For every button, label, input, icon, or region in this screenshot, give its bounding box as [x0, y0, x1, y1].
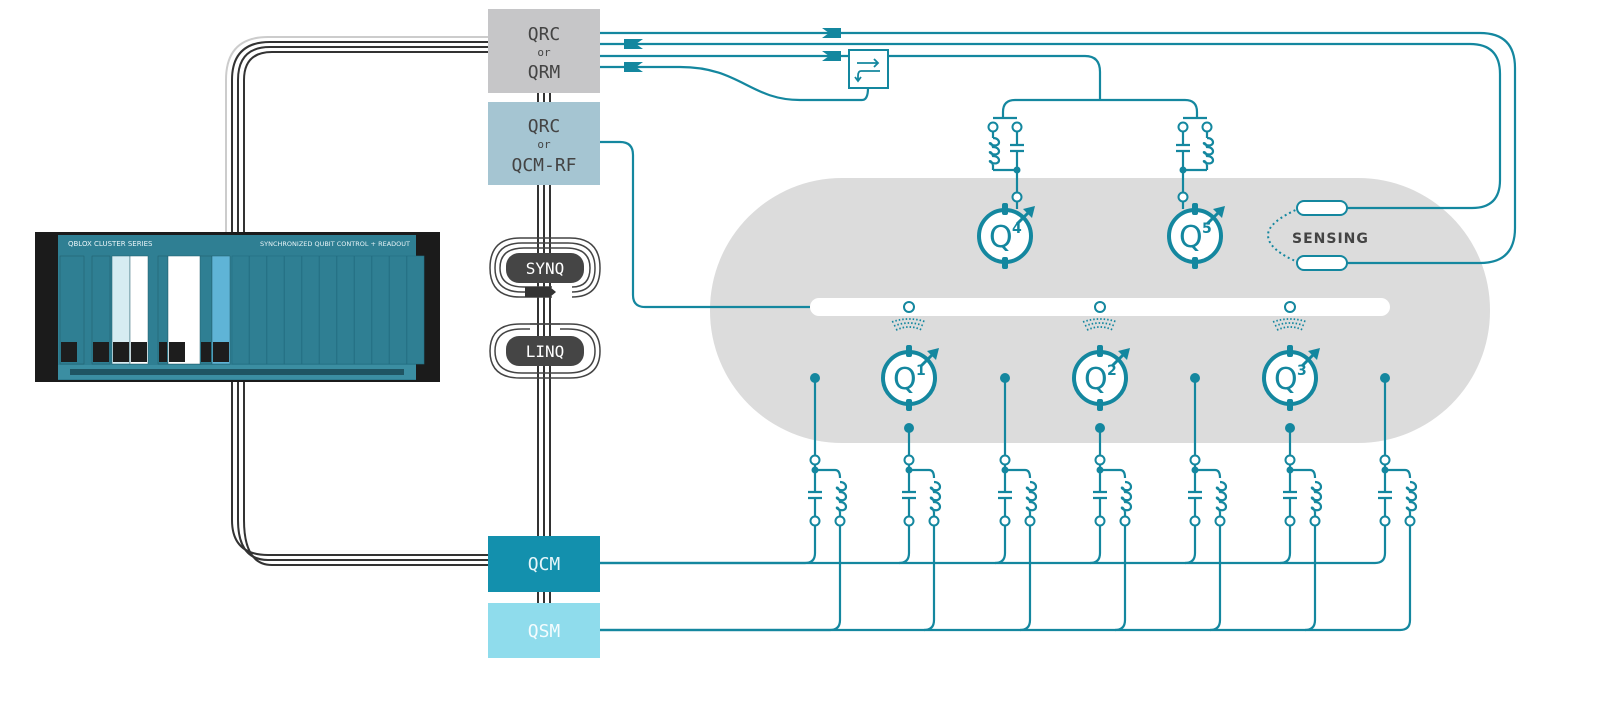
rack-empty-slot — [389, 255, 407, 365]
direction-arrows — [624, 28, 841, 72]
qubit-index: 4 — [1012, 221, 1022, 237]
qcmrf-line2: or — [537, 138, 551, 151]
rack-empty-slot — [354, 255, 372, 365]
arrow-icon — [927, 348, 939, 360]
arrow-icon — [1023, 206, 1035, 218]
qubit-name: Q — [989, 220, 1013, 255]
qblox-cluster-rack: QBLOX CLUSTER SERIES SYNCHRONIZED QUBIT … — [35, 232, 440, 382]
qubit-index: 3 — [1297, 363, 1307, 379]
arrow-icon — [1213, 206, 1225, 218]
qubit-index: 1 — [916, 363, 926, 379]
module-qcm[interactable]: QCM — [488, 536, 600, 592]
qubit-name: Q — [1179, 220, 1203, 255]
qcmrf-line1: QRC — [528, 116, 561, 137]
qrm-line2: or — [537, 46, 551, 59]
qrm-line3: QRM — [528, 62, 561, 83]
qsm-label: QSM — [528, 621, 561, 642]
synq-link — [489, 237, 601, 320]
arrow-icon — [1308, 348, 1320, 360]
sensing-element — [1266, 200, 1348, 271]
rack-empty-slot — [284, 255, 302, 365]
rack-empty-slot — [319, 255, 337, 365]
circulator — [848, 49, 889, 89]
rack-empty-slot — [249, 255, 267, 365]
rack-empty-slot — [406, 255, 425, 365]
qubit-name: Q — [1274, 362, 1298, 397]
rack-empty-slot — [231, 255, 250, 365]
rack-empty-slot — [371, 255, 390, 365]
synq-label: SYNQ — [526, 259, 565, 278]
sensing-label: SENSING — [1292, 231, 1369, 247]
arrow-icon — [1118, 348, 1130, 360]
rack-module-slot — [211, 255, 231, 365]
module-qrm[interactable]: QRC or QRM — [488, 9, 600, 93]
rack-empty-slot — [266, 255, 285, 365]
circuit-elements — [600, 98, 1418, 632]
module-qcm-rf[interactable]: QRC or QCM-RF — [488, 102, 600, 185]
module-qsm[interactable]: QSM — [488, 603, 600, 658]
rack-empty-slot — [336, 255, 355, 365]
rack-module-slot — [129, 255, 149, 365]
rack-empty-slot — [301, 255, 320, 365]
rack-tagline: SYNCHRONIZED QUBIT CONTROL + READOUT — [260, 240, 410, 248]
qubit-name: Q — [893, 362, 917, 397]
qubit-index: 5 — [1202, 221, 1212, 237]
readout-lines — [600, 31, 1517, 309]
qcmrf-line3: QCM-RF — [511, 155, 576, 176]
qubit-index: 2 — [1107, 363, 1117, 379]
qrm-line1: QRC — [528, 24, 561, 45]
qcm-label: QCM — [528, 554, 561, 575]
qubit-name: Q — [1084, 362, 1108, 397]
rack-module-slot — [91, 255, 111, 365]
rack-brand: QBLOX CLUSTER SERIES — [68, 240, 153, 248]
linq-link — [489, 323, 601, 536]
linq-label: LINQ — [526, 342, 565, 361]
